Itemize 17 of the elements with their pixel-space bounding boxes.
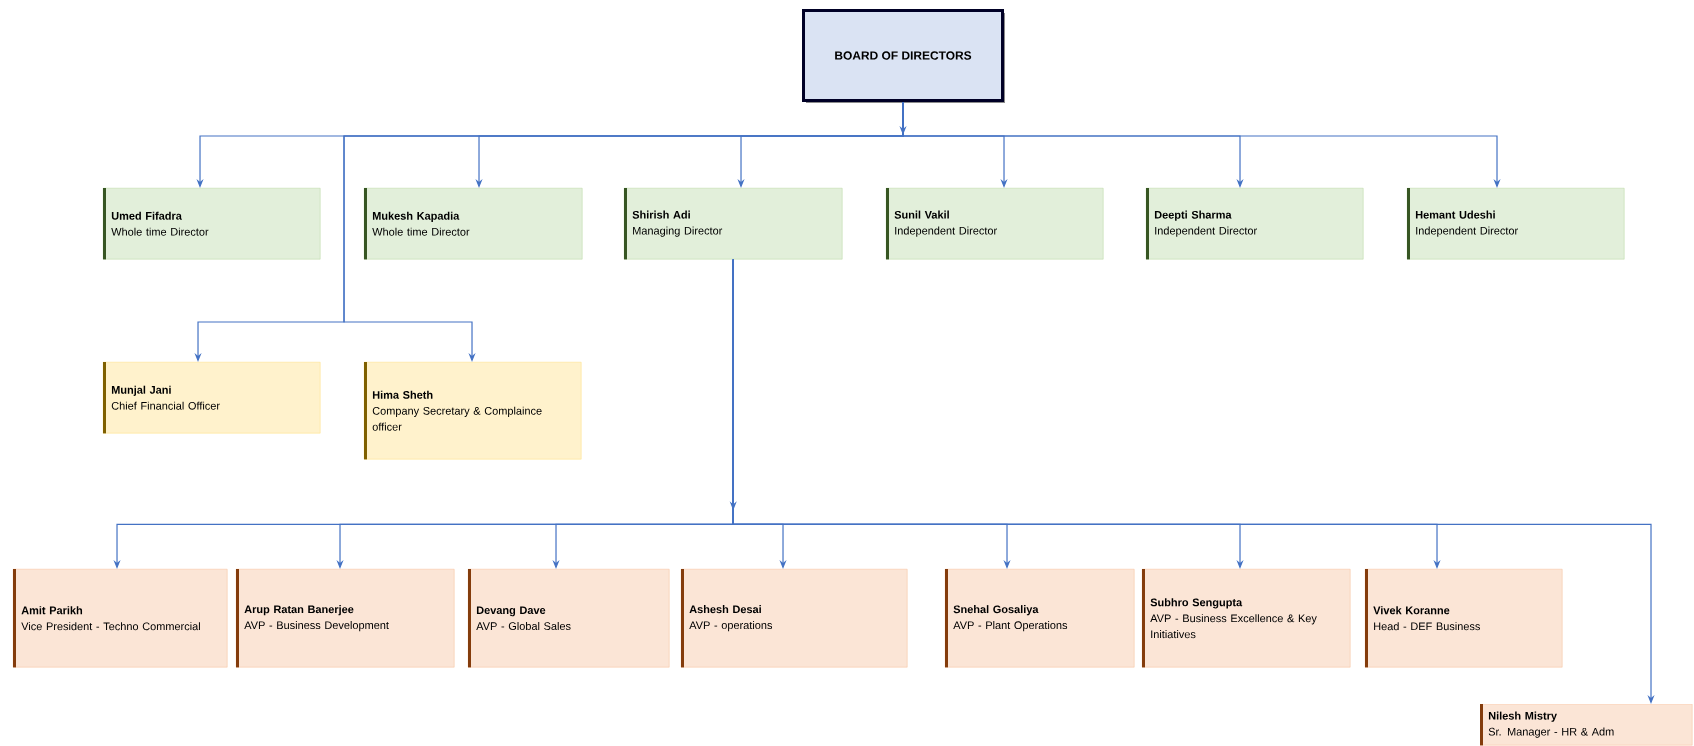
person-box: Devang Dave AVP - Global Sales [468,569,670,668]
person-box: Umed Fifadra Whole time Director [103,188,321,260]
person-box: Nilesh Mistry Sr. Manager - HR & Adm [1480,704,1693,746]
person-box: Shirish Adi Managing Director [624,188,843,260]
person-box: Hima Sheth Company Secretary & Complaince officer [364,362,582,460]
person-box: Deepti Sharma Independent Director [1146,188,1364,260]
person-box: Vivek Koranne Head - DEF Business [1365,569,1563,668]
person-box: Snehal Gosaliya AVP - Plant Operations [945,569,1135,668]
person-box: Sunil Vakil Independent Director [886,188,1104,260]
person-box: Amit Parikh Vice President - Techno Commercial [13,569,228,668]
title-box: BOARD OF DIRECTORS [802,9,1005,103]
person-box: Arup Ratan Banerjee AVP - Business Development [236,569,455,668]
person-box: Munjal Jani Chief Financial Officer [103,362,321,434]
person-box: Hemant Udeshi Independent Director [1407,188,1625,260]
person-box: Mukesh Kapadia Whole time Director [364,188,583,260]
person-box: Ashesh Desai AVP - operations [681,569,908,668]
person-box: Subhro Sengupta AVP - Business Excellence & Key Initiatives [1142,569,1351,668]
